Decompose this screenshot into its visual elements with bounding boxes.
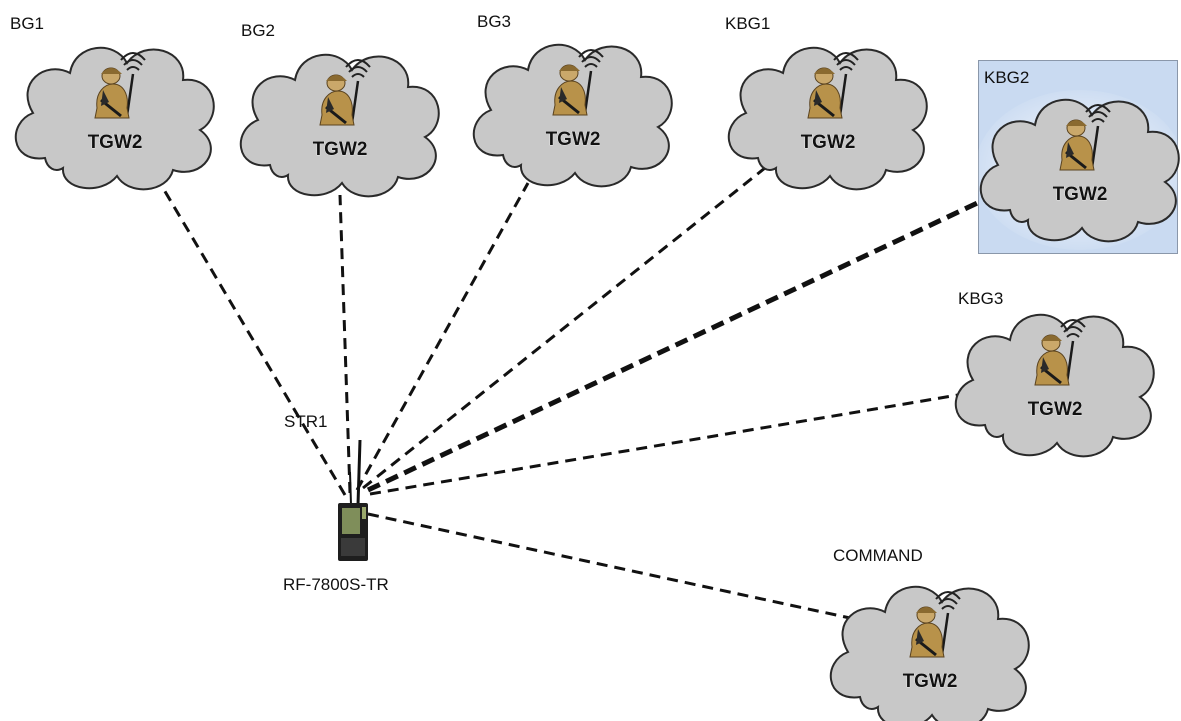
- link-kbg1: [362, 166, 766, 490]
- link-bg2: [338, 194, 352, 494]
- node-label-kbg1: KBG1: [725, 14, 771, 33]
- hub-label: STR1: [284, 412, 328, 431]
- cloud-shape: [979, 98, 1180, 243]
- link-kbg2: [366, 195, 990, 493]
- gateway-label: TGW2: [903, 671, 958, 692]
- hub-device-label: RF-7800S-TR: [283, 575, 389, 594]
- cloud-node-bg3: TGW2: [472, 43, 673, 188]
- link-kbg3: [369, 393, 959, 496]
- cloud-shape: [727, 46, 928, 191]
- cloud-shape: [14, 46, 215, 191]
- gateway-label: TGW2: [313, 139, 368, 160]
- link-bg1: [158, 182, 347, 496]
- gateway-label: TGW2: [1028, 399, 1083, 420]
- node-label-bg3: BG3: [477, 12, 512, 31]
- soldier-with-antenna-icon: [909, 591, 961, 658]
- cloud-node-kbg2: TGW2: [975, 90, 1181, 250]
- cloud-node-bg1: TGW2: [14, 46, 215, 191]
- cloud-node-bg2: TGW2: [239, 53, 440, 198]
- cloud-node-command: TGW2: [829, 585, 1030, 721]
- node-label-bg1: BG1: [10, 14, 45, 33]
- soldier-with-antenna-icon: [1034, 319, 1086, 386]
- cloud-shape: [239, 53, 440, 198]
- node-label-kbg2: KBG2: [984, 68, 1030, 87]
- link-bg3: [355, 182, 530, 491]
- link-command: [367, 512, 851, 620]
- node-label-bg2: BG2: [241, 21, 276, 40]
- gateway-label: TGW2: [801, 132, 856, 153]
- manpack-radio-icon: [338, 439, 368, 561]
- soldier-with-antenna-icon: [552, 49, 604, 116]
- soldier-with-antenna-icon: [1059, 104, 1111, 171]
- cloud-shape: [472, 43, 673, 188]
- gateway-label: TGW2: [546, 129, 601, 150]
- cloud-node-kbg1: TGW2: [727, 46, 928, 191]
- node-label-command: COMMAND: [833, 546, 923, 565]
- cloud-shape: [954, 313, 1155, 458]
- gateway-label: TGW2: [88, 132, 143, 153]
- soldier-with-antenna-icon: [807, 52, 859, 119]
- soldier-with-antenna-icon: [319, 59, 371, 126]
- node-label-kbg3: KBG3: [958, 289, 1004, 308]
- soldier-with-antenna-icon: [94, 52, 146, 119]
- hub-layer: [338, 439, 368, 561]
- gateway-label: TGW2: [1053, 184, 1108, 205]
- links-layer: [158, 166, 990, 620]
- cloud-node-kbg3: TGW2: [954, 313, 1155, 458]
